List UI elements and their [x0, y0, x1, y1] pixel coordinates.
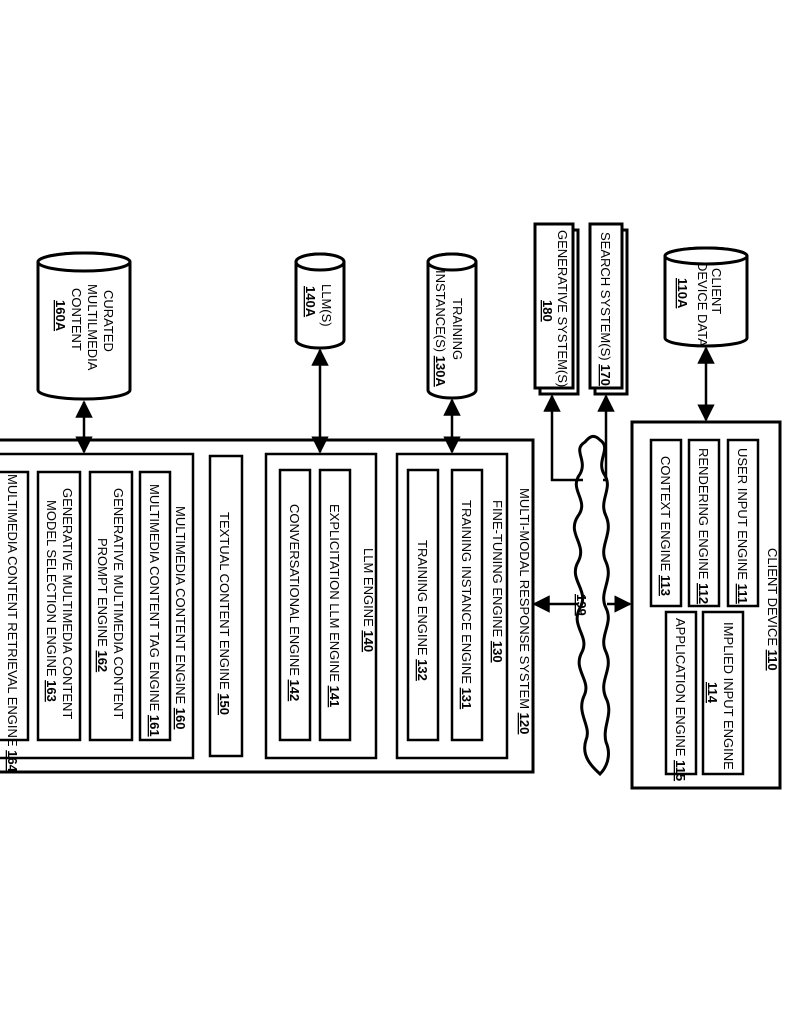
- model-selection-engine-label-1: GENERATIVE MULTIMEDIA CONTENT: [60, 488, 75, 719]
- generative-systems-box: [533, 222, 575, 390]
- training-instance-engine-label: TRAINING INSTANCE ENGINE 131: [459, 500, 474, 709]
- model-selection-engine-label-2: MODEL SELECTION ENGINE 163: [44, 500, 59, 702]
- implied-input-engine-ref: 114: [705, 682, 720, 704]
- user-input-engine-label: USER INPUT ENGINE 111: [735, 448, 750, 604]
- llms-ref: 140A: [303, 286, 318, 318]
- llm-engine-label: LLM ENGINE 140: [361, 548, 376, 652]
- application-engine-label: APPLICATION ENGINE 115: [673, 618, 688, 781]
- training-instances-cylinder: [426, 252, 478, 400]
- training-instances-label-1: TRAINING: [450, 298, 465, 360]
- generative-systems-label: GENERATIVE SYSTEM(S): [555, 230, 570, 387]
- rendering-engine-label: RENDERING ENGINE 112: [696, 448, 711, 604]
- client-device-data-cylinder: [663, 246, 749, 348]
- implied-input-engine-label: IMPLIED INPUT ENGINE: [721, 622, 736, 770]
- textual-content-engine-label: TEXTUAL CONTENT ENGINE 150: [217, 512, 232, 715]
- search-systems-box: [588, 222, 624, 390]
- client-device-data-label-1: CLIENT: [709, 268, 724, 314]
- implied-input-engine-box: [701, 610, 745, 776]
- generative-systems-ref: 180: [540, 300, 555, 322]
- training-instance-engine-box: [450, 468, 484, 742]
- network-to-search-arrow: [597, 394, 615, 482]
- search-systems-label: SEARCH SYSTEM(S) 170: [598, 232, 613, 386]
- llms-label: LLM(S): [319, 284, 334, 327]
- network-to-generative-arrow: [543, 394, 583, 482]
- curated-multimedia-label-1: CURATED: [101, 290, 116, 352]
- training-engine-box: [406, 468, 440, 742]
- network-ref: 199: [574, 594, 589, 616]
- multimedia-tag-engine-box: [138, 470, 172, 742]
- multimedia-content-engine-label: MULTIMEDIA CONTENT ENGINE 160: [173, 506, 188, 729]
- network-cloud: [572, 434, 611, 777]
- llms-cylinder: [294, 252, 346, 350]
- explicitation-llm-engine-label: EXPLICITATION LLM ENGINE 141: [327, 504, 342, 707]
- application-engine-box: [664, 610, 698, 776]
- curated-multimedia-ref: 160A: [53, 300, 68, 332]
- curated-multimedia-label-3: CONTENT: [69, 288, 84, 351]
- rendering-engine-box: [687, 438, 721, 608]
- client-device-label: CLIENT DEVICE 110: [765, 548, 780, 671]
- prompt-engine-box: [88, 470, 134, 742]
- client-device-data-label-2: DEVICE DATA: [695, 262, 710, 347]
- conversational-engine-box: [278, 468, 312, 742]
- retrieval-engine-label: MULTIMEDIA CONTENT RETRIEVAL ENGINE 164: [5, 474, 20, 773]
- multimodal-system-label: MULTI-MODAL RESPONSE SYSTEM 120: [517, 488, 532, 734]
- conversational-engine-label: CONVERSATIONAL ENGINE 142: [287, 504, 302, 701]
- training-engine-label: TRAINING ENGINE 132: [415, 540, 430, 681]
- textual-content-engine-box: [208, 454, 244, 758]
- multimedia-tag-engine-label: MULTIMEDIA CONTENT TAG ENGINE 161: [147, 484, 162, 737]
- explicitation-llm-engine-box: [318, 468, 352, 742]
- user-input-engine-box: [726, 438, 760, 608]
- finetuning-engine-label: FINE-TUNING ENGINE 130: [490, 500, 505, 663]
- curated-multimedia-label-2: MULTILMEDIA: [85, 284, 100, 371]
- retrieval-engine-box: [0, 470, 30, 742]
- prompt-engine-label-1: GENERATIVE MULTIMEDIA CONTENT: [111, 488, 126, 719]
- client-device-data-ref: 110A: [675, 278, 690, 309]
- context-engine-box: [649, 438, 683, 608]
- context-engine-label: CONTEXT ENGINE 113: [658, 456, 673, 596]
- curated-multimedia-cylinder: [36, 251, 132, 401]
- training-instances-label-2: INSTANCE(S) 130A: [433, 270, 448, 387]
- prompt-engine-label-2: PROMPT ENGINE 162: [95, 538, 110, 672]
- model-selection-engine-box: [36, 470, 82, 742]
